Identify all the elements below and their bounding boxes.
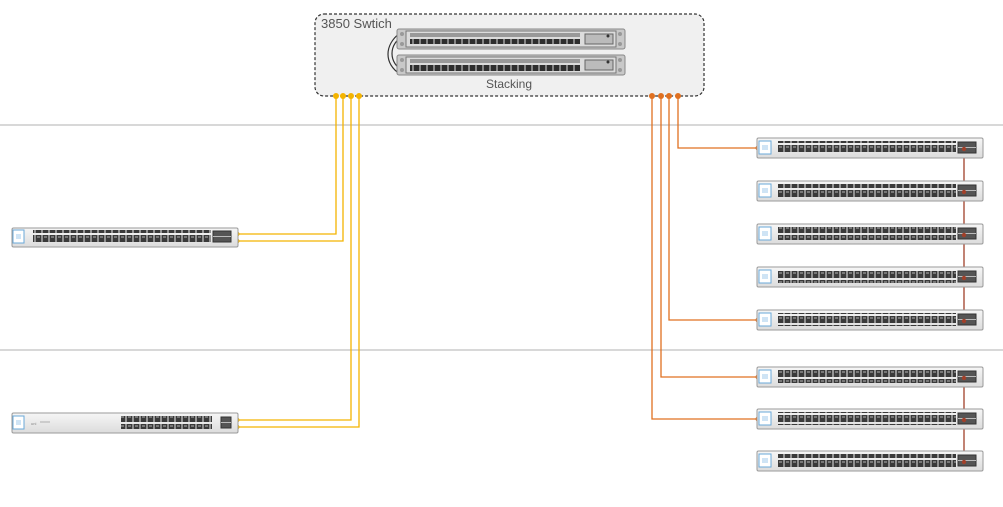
- core-switch-member-1: [396, 28, 626, 50]
- stacking-label: Stacking: [486, 77, 532, 91]
- right-switch-5: [756, 309, 984, 331]
- right-uplinks: [651, 96, 758, 420]
- core-switch-title: 3850 Swtich: [321, 16, 392, 31]
- stack-port-dot: [961, 459, 967, 465]
- stack-port-dot: [961, 375, 967, 381]
- right-switch-3: [756, 223, 984, 245]
- left-switch-48-port: [11, 227, 239, 248]
- stack-port-dot: [961, 275, 967, 281]
- stack-port-dot: [961, 189, 967, 195]
- stack-port-dot: [961, 232, 967, 238]
- right-switch-8: [756, 450, 984, 472]
- left-uplinks: [237, 96, 360, 428]
- right-switch-7: [756, 408, 984, 430]
- stack-port-dot: [961, 417, 967, 423]
- stack-port-dot: [961, 318, 967, 324]
- right-switch-2: [756, 180, 984, 202]
- right-switch-group: [756, 137, 984, 472]
- right-switch-1: [756, 137, 984, 159]
- core-switch-member-2: [396, 54, 626, 76]
- right-uplink-endpoints: [649, 93, 761, 422]
- right-switch-4: [756, 266, 984, 288]
- left-switch-24-port: uni: [11, 412, 239, 434]
- stack-port-dot: [961, 146, 967, 152]
- svg-text:uni: uni: [31, 421, 36, 426]
- right-switch-6: [756, 366, 984, 388]
